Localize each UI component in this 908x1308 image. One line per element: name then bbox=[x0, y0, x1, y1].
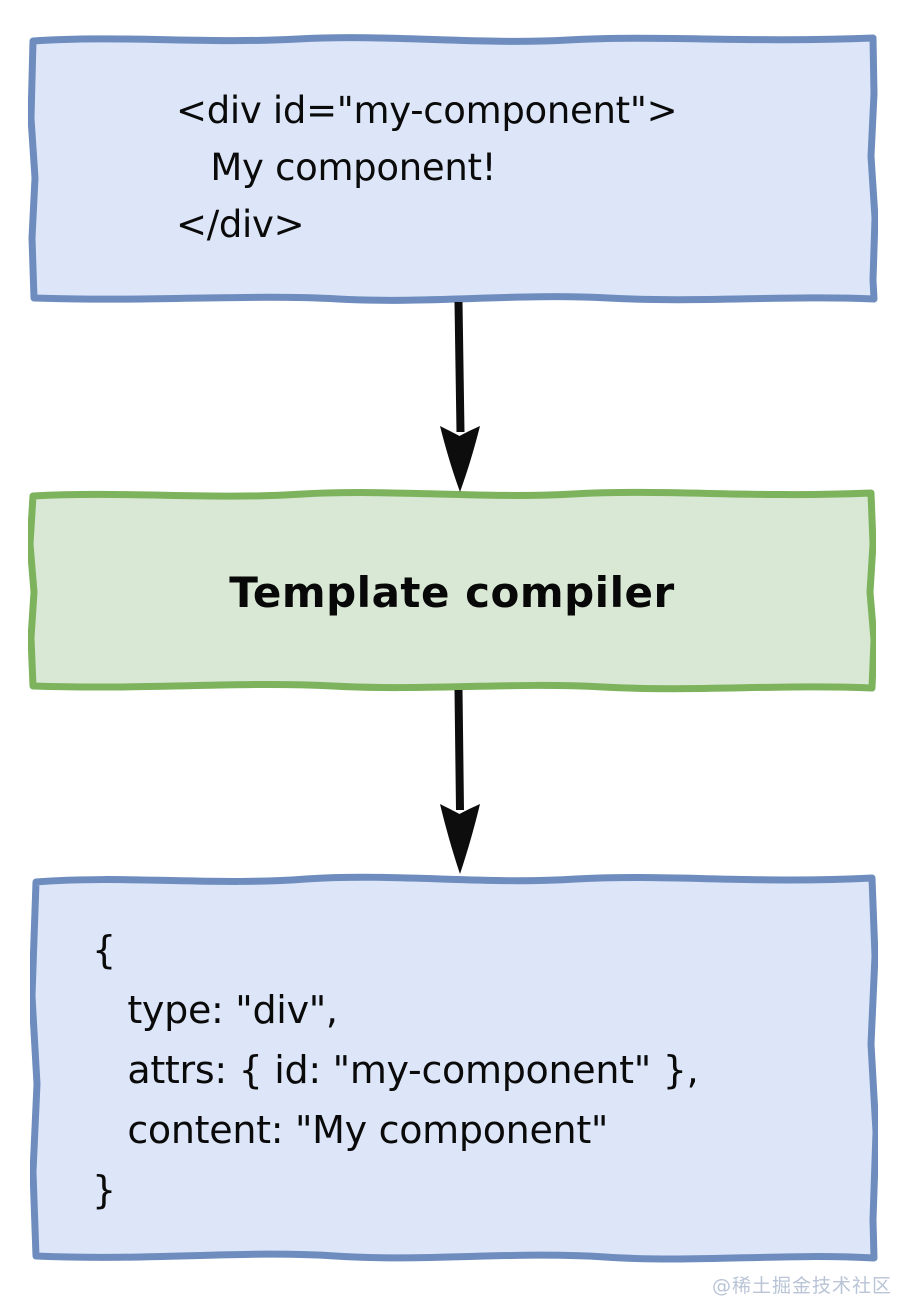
node-template-compiler-shape bbox=[28, 488, 876, 693]
watermark-text: @稀土掘金技术社区 bbox=[711, 1275, 892, 1297]
node-template-compiler[interactable]: Template compiler bbox=[28, 488, 876, 696]
arrow-compiler-to-output bbox=[430, 688, 490, 878]
arrow-input-to-compiler-glyph bbox=[440, 301, 480, 492]
node-output-vnode-shape bbox=[30, 873, 878, 1263]
node-input-template[interactable]: <div id="my-component"> My component! </… bbox=[28, 32, 878, 306]
input-template-code: <div id="my-component"> My component! </… bbox=[176, 88, 678, 246]
node-input-template-body: <div id="my-component"> My component! </… bbox=[28, 32, 878, 306]
node-input-template-shape bbox=[28, 34, 878, 304]
output-vnode-code: { type: "div", attrs: { id: "my-componen… bbox=[92, 928, 699, 1212]
node-output-vnode-body: { type: "div", attrs: { id: "my-componen… bbox=[30, 872, 878, 1266]
arrow-input-to-compiler bbox=[430, 300, 490, 495]
template-compiler-label: Template compiler bbox=[229, 567, 675, 617]
node-template-compiler-body: Template compiler bbox=[28, 488, 876, 696]
arrow-compiler-to-output-glyph bbox=[440, 689, 480, 874]
node-output-vnode[interactable]: { type: "div", attrs: { id: "my-componen… bbox=[30, 872, 878, 1266]
